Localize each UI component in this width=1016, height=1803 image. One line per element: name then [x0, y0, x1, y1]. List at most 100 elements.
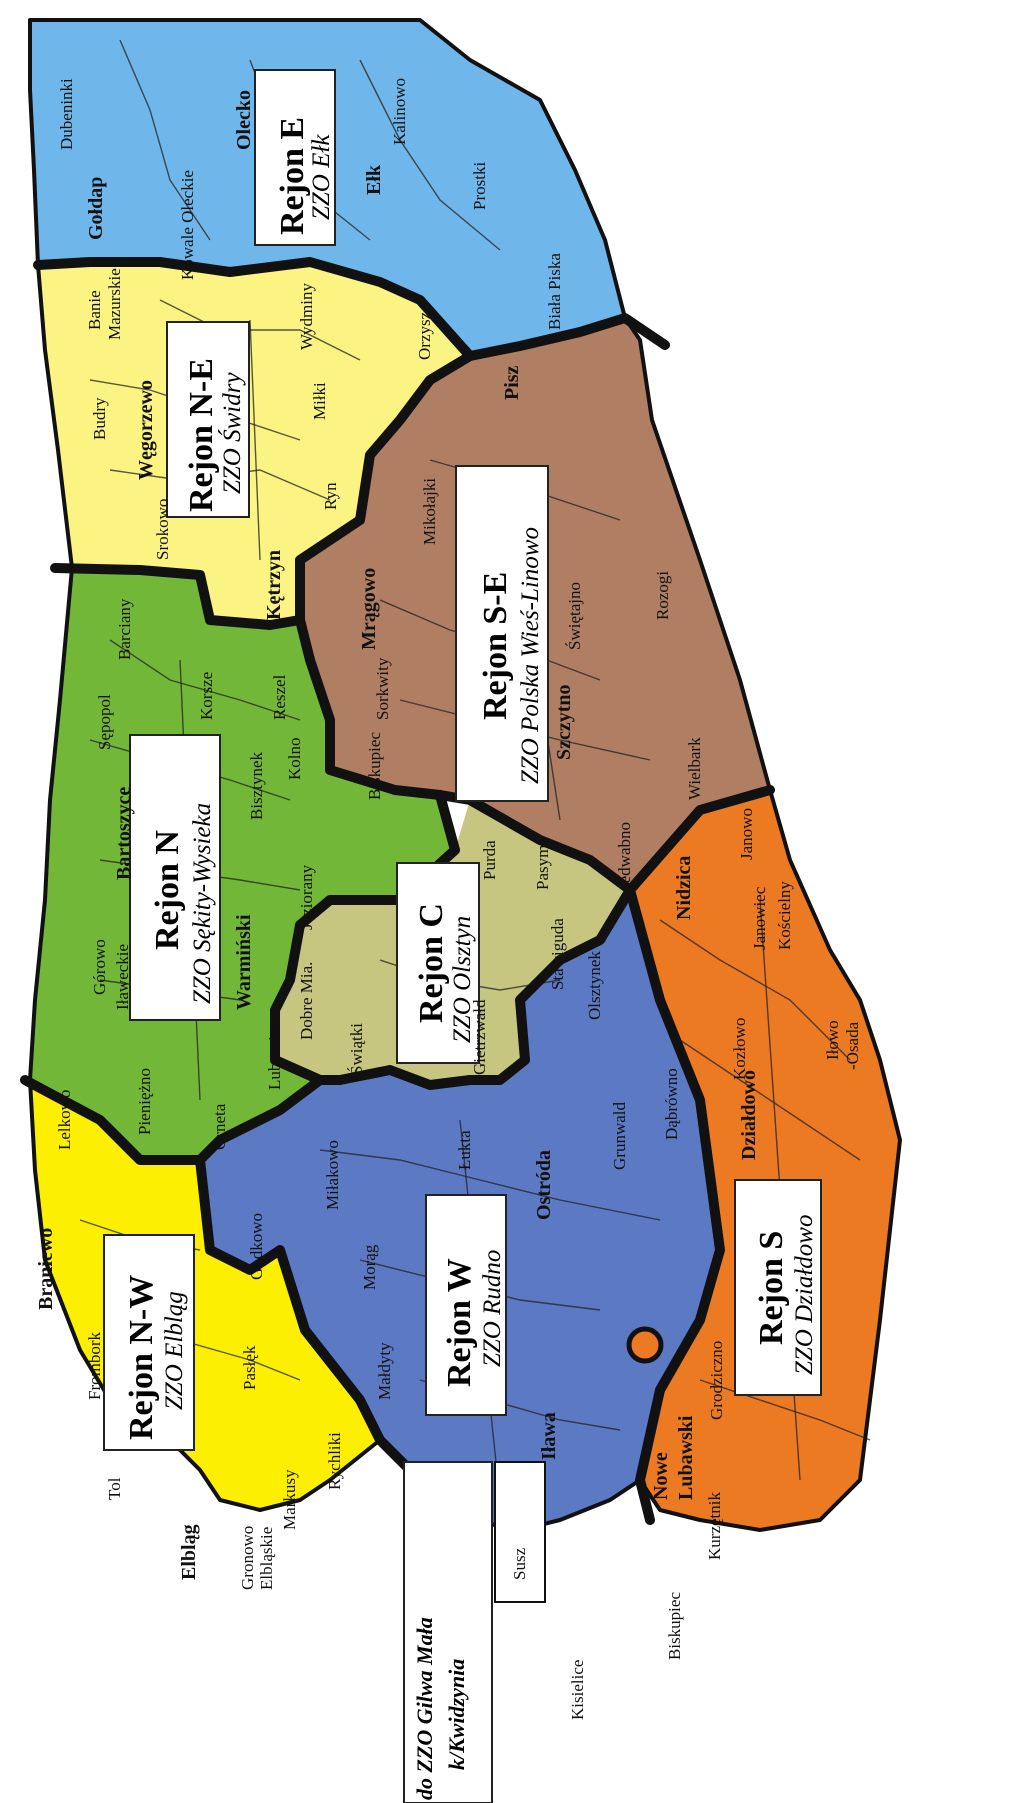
place-godkowo: Godkowo — [247, 1213, 266, 1280]
place-wielbark: Wielbark — [685, 737, 704, 800]
place-janowo: Janowo — [737, 808, 756, 860]
place-gorowo: Górowo — [90, 939, 109, 995]
place-labels: Dubeninki Gołdap Kowale Oleckie Olecko K… — [35, 78, 862, 1720]
place-ilawa: Iława — [538, 1412, 560, 1460]
place-mragowo: Mrągowo — [358, 568, 380, 650]
place-maldyty: Małdyty — [375, 1342, 394, 1400]
place-stawiguda: Stawiguda — [548, 918, 567, 990]
place-morag: Morąg — [360, 1244, 379, 1290]
place-lubawski: Lubawski — [675, 1415, 697, 1500]
place-swietajno: Świętajno — [565, 582, 584, 650]
region-c-name: Rejon C — [413, 903, 450, 1023]
external-destination-box — [403, 1461, 493, 1803]
region-ne-box — [166, 321, 250, 518]
place-kolno: Kolno — [285, 738, 304, 781]
place-barciany: Barciany — [115, 598, 134, 660]
place-markusy: Markusy — [280, 1469, 299, 1530]
region-w-name: Rejon W — [441, 1258, 478, 1387]
region-s-zzo: ZZO Działdowo — [791, 1215, 818, 1375]
region-e-box — [254, 69, 336, 246]
region-s-name: Rejon S — [753, 1231, 790, 1345]
place-wegorzewo: Węgorzewo — [135, 380, 157, 480]
region-se-name: Rejon S-E — [477, 572, 514, 720]
place-purda: Purda — [480, 840, 499, 880]
svg-text:do ZZO Gilwa Mała: do ZZO Gilwa Mała — [412, 1617, 437, 1800]
place-sorkwity: Sorkwity — [373, 657, 392, 720]
place-szczytno: Szczytno — [553, 684, 575, 760]
region-se-zzo: ZZO Polska Wieś-Linowo — [517, 527, 544, 784]
place-rozogi: Rozogi — [653, 571, 672, 620]
place-janowiec: Janowiec — [750, 886, 769, 950]
place-grodziczno: Grodziczno — [707, 1341, 726, 1420]
external-destination-text: do ZZO Gilwa Mała k/Kwidzynia — [412, 1617, 469, 1800]
place-dzialdowo: Działdowo — [738, 1070, 760, 1160]
ilawa-enclave — [626, 1326, 664, 1364]
place-dabrowno: Dąbrówno — [662, 1068, 681, 1140]
place-reszel: Reszel — [270, 674, 289, 720]
region-nw-name: Rejon N-W — [123, 1275, 160, 1440]
place-swiatki: Świątki — [347, 1023, 366, 1075]
region-n-box — [129, 734, 221, 1021]
place-tolkmicko: Tol — [105, 1477, 124, 1500]
region-c-box — [396, 862, 480, 1064]
place-susz: Susz — [510, 1547, 529, 1580]
region-ne-name: Rejon N-E — [183, 358, 220, 512]
place-elblaskie: Elbląskie — [257, 1527, 276, 1590]
place-kalinowo: Kalinowo — [390, 78, 409, 145]
region-w-zzo: ZZO Rudno — [479, 1250, 506, 1367]
place-ilowo: Iłowo — [823, 1020, 842, 1060]
place-goldap: Gołdap — [85, 177, 107, 240]
place-banie: Banie — [85, 290, 104, 330]
place-mikolajki: Mikołajki — [420, 478, 439, 545]
place-kisielice: Kisielice — [568, 1660, 587, 1720]
region-e-name: Rejon E — [274, 117, 311, 235]
region-se-box — [455, 465, 549, 802]
place-lubomino: Lubomino — [265, 1019, 284, 1090]
region-ne-area[interactable] — [38, 262, 470, 625]
place-koscielny: Kościelny — [775, 881, 794, 950]
place-bartoszyce: Bartoszyce — [113, 787, 135, 880]
region-n-zzo: ZZO Sękity-Wysieka — [189, 803, 216, 1004]
place-gronowo: Gronowo — [238, 1526, 257, 1590]
place-osada: -Osada — [843, 1021, 862, 1070]
place-warminski: Warmiński — [233, 914, 255, 1010]
place-korsze: Korsze — [197, 672, 216, 720]
place-olecko: Olecko — [233, 90, 255, 150]
place-ketrzyn: Kętrzyn — [263, 550, 285, 620]
place-kurzetnik: Kurzętnik — [705, 1492, 724, 1560]
place-biala-piska: Biała Piska — [545, 253, 564, 330]
place-ostroda: Ostróda — [533, 1150, 555, 1220]
place-mazurskie: Mazurskie — [105, 268, 124, 340]
region-s-area[interactable] — [630, 790, 900, 1530]
place-ryn: Ryn — [321, 482, 340, 510]
place-budry: Budry — [90, 397, 109, 440]
place-pisz: Pisz — [501, 365, 523, 400]
region-e-zzo: ZZO Ełk — [308, 134, 335, 220]
place-wydminy: Wydminy — [297, 283, 316, 350]
region-nw-zzo: ZZO Elbląg — [161, 1291, 188, 1410]
place-jeziorany: Jeziorany — [297, 864, 316, 930]
place-olsztynek: Olsztynek — [585, 951, 604, 1020]
place-nowe-miasto: Nowe — [650, 1452, 672, 1500]
region-c-zzo: ZZO Olsztyn — [449, 916, 476, 1043]
svg-text:k/Kwidzynia: k/Kwidzynia — [444, 1659, 469, 1770]
susz-area — [494, 1461, 546, 1603]
voivodeship-outline — [28, 18, 902, 1532]
place-gietrzwald: Gietrzwałd — [470, 999, 489, 1075]
place-braniewo: Braniewo — [35, 1228, 57, 1310]
region-s-box — [734, 1179, 822, 1396]
place-elblag: Elbląg — [178, 1524, 200, 1580]
place-sepopol: Sępopol — [95, 694, 114, 750]
place-orzysz: Orzysz — [415, 311, 434, 360]
place-pieniezno: Pieniężno — [135, 1068, 154, 1135]
place-dobre-miasto: Dobre Mia. — [297, 962, 316, 1040]
place-prostki: Prostki — [470, 162, 489, 210]
region-nw-box — [103, 1234, 195, 1451]
place-kozlowo: Kozłowo — [730, 1018, 749, 1080]
place-grunwald: Grunwald — [610, 1102, 629, 1170]
region-n-name: Rejon N — [149, 830, 186, 950]
place-srokowo: Srokowo — [153, 499, 172, 560]
place-milakowo: Miłakowo — [323, 1140, 342, 1210]
place-milki: Miłki — [310, 382, 329, 420]
place-nidzica: Nidzica — [673, 856, 695, 920]
